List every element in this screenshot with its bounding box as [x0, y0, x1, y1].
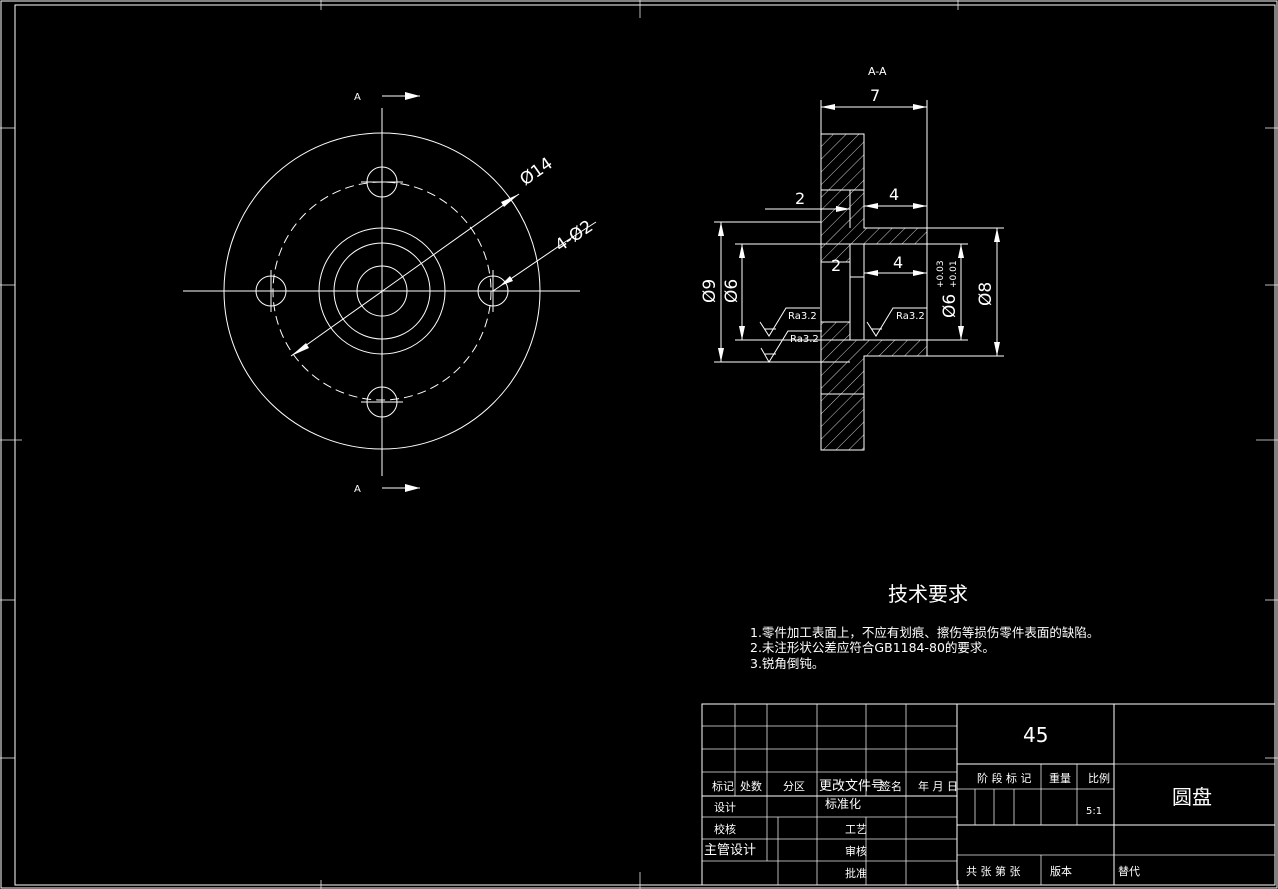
section-label-top: A: [354, 92, 361, 103]
tb-row-biaozhunhua: 标准化: [825, 797, 861, 811]
hatch-hub-top: [820, 189, 928, 263]
left2-inner-label: 2: [831, 256, 841, 275]
d6-right-label: Ø6: [940, 294, 960, 318]
tb-version-label: 版本: [1050, 864, 1072, 878]
d14-dimension-line: [290, 193, 520, 357]
roughness-symbol-2: Ra3.2: [760, 330, 822, 363]
tb-weight-label: 重量: [1049, 771, 1071, 785]
d9-label: Ø9: [700, 279, 720, 303]
svg-text:Ra3.2: Ra3.2: [788, 311, 817, 322]
front-view: Ø14 4-Ø2 A A: [183, 92, 597, 495]
tb-part-name: 圆盘: [1172, 785, 1212, 809]
holes-label: 4-Ø2: [552, 217, 597, 257]
tech-line-3: 3.锐角倒钝。: [750, 656, 824, 671]
left2-top-label: 2: [795, 189, 805, 208]
tb-row-jiaohe: 校核: [714, 822, 736, 836]
tb-col-chushu: 处数: [740, 780, 762, 793]
tb-row-zhuguan: 主管设计: [704, 843, 756, 858]
tb-stage-label: 阶 段 标 记: [977, 771, 1032, 785]
tb-sheets-label: 共 张 第 张: [966, 864, 1021, 878]
tb-replace-label: 替代: [1118, 864, 1140, 878]
tol-lower-label: +0.01: [949, 260, 959, 288]
section-label-bottom: A: [354, 484, 361, 495]
svg-text:Ra3.2: Ra3.2: [896, 311, 925, 322]
tech-line-1: 1.零件加工表面上，不应有划痕、擦伤等损伤零件表面的缺陷。: [750, 625, 1099, 640]
tb-col-fenqu: 分区: [783, 780, 805, 793]
width7-label: 7: [870, 86, 880, 105]
tb-row-shenhe: 审核: [845, 844, 867, 858]
right4-inner-label: 4: [893, 253, 903, 272]
technical-requirements: 技术要求 1.零件加工表面上，不应有划痕、擦伤等损伤零件表面的缺陷。 2.未注形…: [750, 582, 1099, 671]
tb-col-qianming: 签名: [880, 779, 902, 793]
tb-row-sheji: 设计: [714, 801, 736, 814]
tb-col-nianyueri: 年 月 日: [918, 779, 958, 793]
d6-left-label: Ø6: [722, 279, 742, 303]
tb-scale-label: 比例: [1088, 771, 1110, 785]
svg-text:Ra3.2: Ra3.2: [790, 334, 819, 345]
roughness-symbol-3: Ra3.2: [866, 307, 927, 337]
section-title: A-A: [868, 65, 887, 78]
hatch-flange-bottom: [820, 393, 865, 451]
d8-label: Ø8: [976, 282, 996, 306]
tb-scale: 5:1: [1086, 806, 1102, 817]
right4-top-label: 4: [889, 185, 899, 204]
tb-col-gengai: 更改文件号: [819, 779, 884, 794]
tb-col-biaoji: 标记: [712, 779, 734, 793]
section-view: A-A 7 2 4 2 4: [700, 65, 1004, 451]
tb-row-gongyi: 工艺: [845, 823, 867, 836]
tech-line-2: 2.未注形状公差应符合GB1184-80的要求。: [750, 640, 995, 655]
tol-upper-label: +0.03: [936, 260, 946, 288]
hatch-flange-top: [820, 133, 865, 191]
roughness-symbol-1: Ra3.2: [759, 307, 820, 337]
tech-title: 技术要求: [888, 582, 968, 606]
title-block: 45 圆盘 5:1 标记 处数 分区 更改文件号 签名 年 月 日 设计 校核 …: [701, 703, 1276, 886]
tb-material: 45: [1023, 723, 1048, 747]
tb-row-pizhun: 批准: [845, 866, 867, 880]
d14-label: Ø14: [516, 154, 556, 190]
